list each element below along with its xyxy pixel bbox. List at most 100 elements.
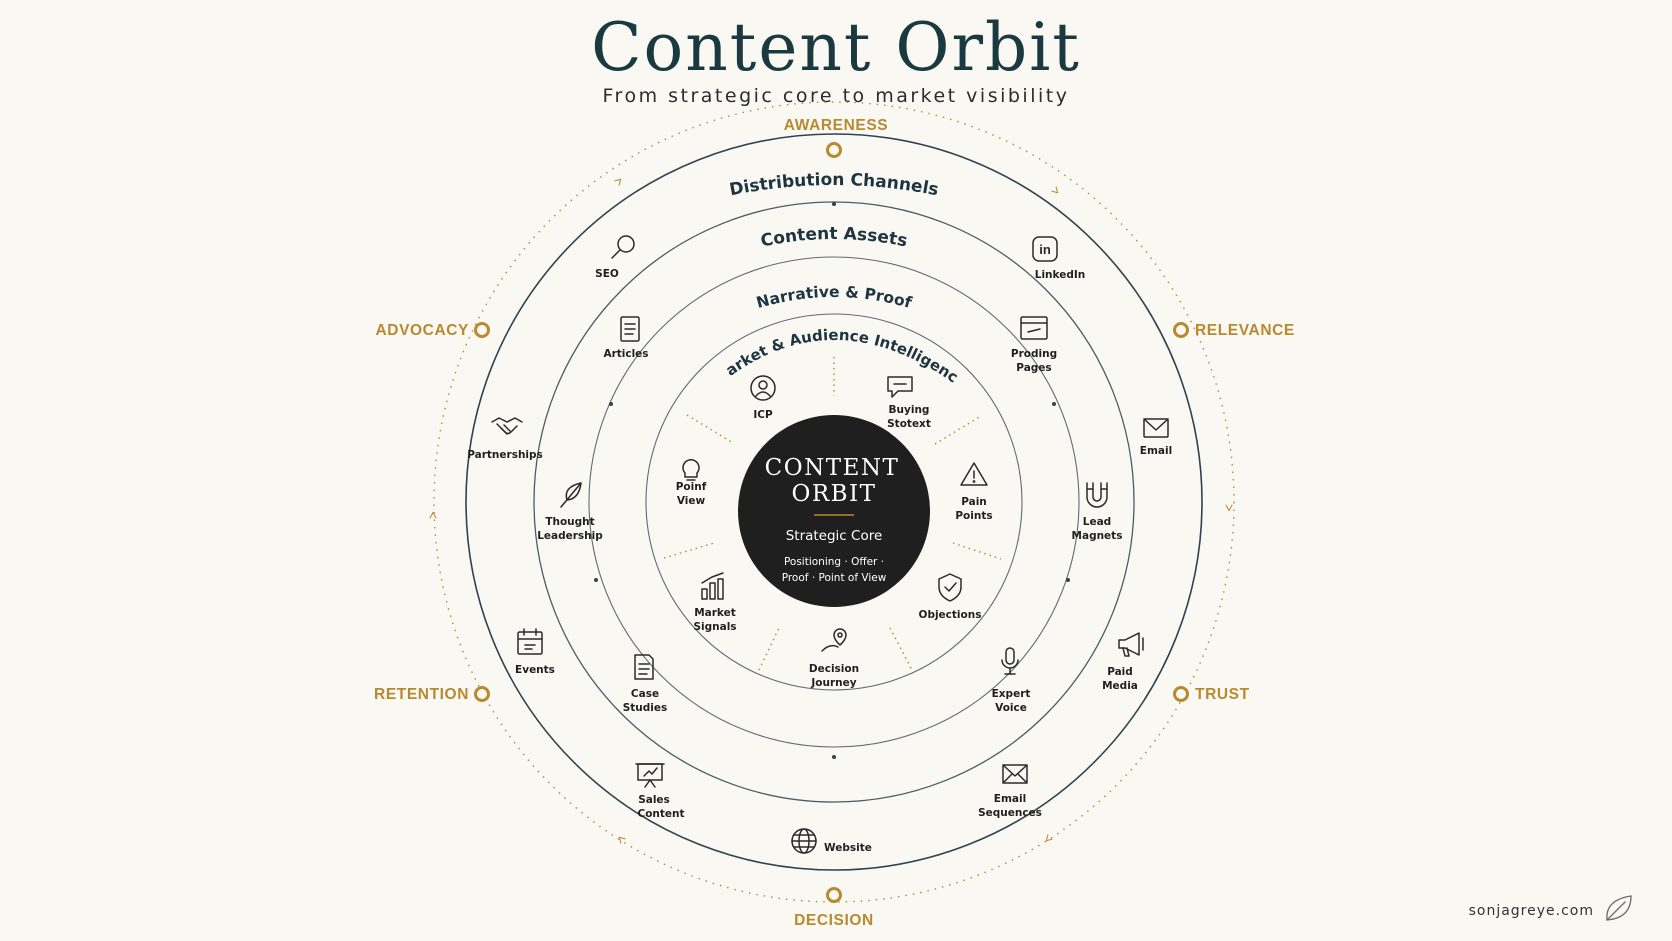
linkedin-icon: in [1032,236,1058,262]
ring-distribution-channels [465,133,1203,871]
svg-text:Email: Email [1140,445,1172,457]
ring-dots [594,202,1070,759]
item-paid-media: Paid Media [1102,632,1144,692]
stage-decision: DECISION [794,887,873,929]
item-point-of-view: Poinf View [676,458,707,507]
browser-window-icon [1020,316,1048,340]
item-events: Events [515,628,555,676]
svg-text:in: in [1039,242,1051,257]
item-thought-leadership: Thought Leadership [537,482,603,542]
item-email: Email [1140,418,1172,457]
svg-text:Pages: Pages [1016,362,1051,374]
svg-text:View: View [677,495,706,507]
item-linkedin: in LinkedIn [1032,236,1086,281]
ring-narrative-proof [588,256,1080,748]
envelope-icon [1143,418,1169,438]
ring-label-assets: Content Assets [759,224,909,252]
ring-market-intelligence [645,313,1023,691]
svg-text:Case: Case [631,688,659,700]
svg-text:Decision: Decision [809,663,859,675]
svg-text:RETENTION: RETENTION [374,686,469,703]
item-website: Website [791,828,872,854]
shield-check-icon [938,573,962,602]
ring-label-narrative: Narrative & Proof [754,283,914,312]
svg-text:SEO: SEO [595,268,619,280]
megaphone-icon [1118,632,1144,657]
item-seo: SEO [595,235,635,280]
stage-advocacy: ADVOCACY [375,322,490,339]
svg-text:Sales: Sales [638,794,670,806]
svg-text:AWARENESS: AWARENESS [784,117,888,134]
svg-text:LinkedIn: LinkedIn [1035,269,1086,281]
journey-arrow-icon [614,178,622,186]
svg-text:Media: Media [1102,680,1138,692]
stage-trust: TRUST [1173,686,1250,703]
globe-icon [791,828,817,854]
svg-text:Email: Email [994,793,1026,805]
bar-chart-icon [701,572,724,600]
calendar-icon [517,628,543,655]
page-subtitle: From strategic core to market visibility [603,85,1070,107]
user-circle-icon [750,375,776,401]
stage-retention: RETENTION [374,686,490,703]
item-market-signals: Market Signals [693,572,737,633]
item-buying-context: Buying Stotext [887,376,931,430]
svg-text:Sequences: Sequences [978,807,1042,819]
svg-text:Journey: Journey [810,677,856,689]
svg-text:Proding: Proding [1011,348,1057,360]
svg-text:Buying: Buying [889,404,930,416]
core-subtitle: Strategic Core [786,528,883,544]
item-icp: ICP [750,375,776,421]
core-title-line2: ORBIT [791,481,876,507]
journey-arrow-icon [1045,834,1053,842]
svg-text:Market: Market [694,607,736,619]
journey-arrow-icon [1051,186,1059,194]
svg-text:Signals: Signals [693,621,736,633]
svg-text:Points: Points [955,510,992,522]
stage-relevance: RELEVANCE [1173,322,1295,339]
core-detail-2: Proof · Point of View [782,572,887,584]
item-pain-points: Pain Points [955,462,993,522]
ring-label-distribution: Distribution Channels [728,170,940,200]
svg-text:Studies: Studies [623,702,668,714]
document-icon [620,316,640,342]
svg-text:Poinf: Poinf [676,481,707,493]
svg-text:Magnets: Magnets [1072,530,1123,542]
chat-bubble-icon [887,376,913,398]
search-icon [611,235,635,259]
presentation-icon [635,763,665,788]
leaf-icon [1606,895,1632,921]
svg-text:ICP: ICP [753,409,773,421]
journey-arrow-icon [618,836,626,844]
svg-text:Pain: Pain [961,496,987,508]
handshake-icon [491,417,523,435]
svg-text:RELEVANCE: RELEVANCE [1195,322,1295,339]
item-partnerships: Partnerships [467,417,543,461]
svg-text:Objections: Objections [919,609,982,621]
item-expert-voice: Expert Voice [992,647,1030,714]
core-detail-1: Positioning · Offer · [784,556,884,568]
svg-text:Articles: Articles [603,348,648,360]
item-decision-journey: Decision Journey [809,628,859,689]
page-title: Content Orbit [591,9,1081,86]
item-email-sequences: Email Sequences [978,764,1042,819]
svg-text:Thought: Thought [545,516,594,528]
item-articles: Articles [603,316,649,360]
svg-text:Events: Events [515,664,555,676]
svg-text:Leadership: Leadership [537,530,603,542]
svg-text:Content: Content [637,808,684,820]
lightbulb-icon [682,458,700,481]
stage-awareness: AWARENESS [784,117,888,158]
magnet-icon [1086,482,1108,508]
strategic-core: CONTENT ORBIT Strategic Core Positioning… [738,415,930,607]
core-connectors [663,357,1002,671]
core-title-line1: CONTENT [765,455,900,481]
envelope-icon [1002,764,1028,784]
svg-text:Partnerships: Partnerships [467,449,543,461]
svg-text:TRUST: TRUST [1195,686,1250,703]
footer-site: sonjagreye.com [1469,903,1594,919]
svg-text:ADVOCACY: ADVOCACY [375,322,469,339]
microphone-icon [1001,647,1019,675]
map-pin-icon [821,628,847,652]
